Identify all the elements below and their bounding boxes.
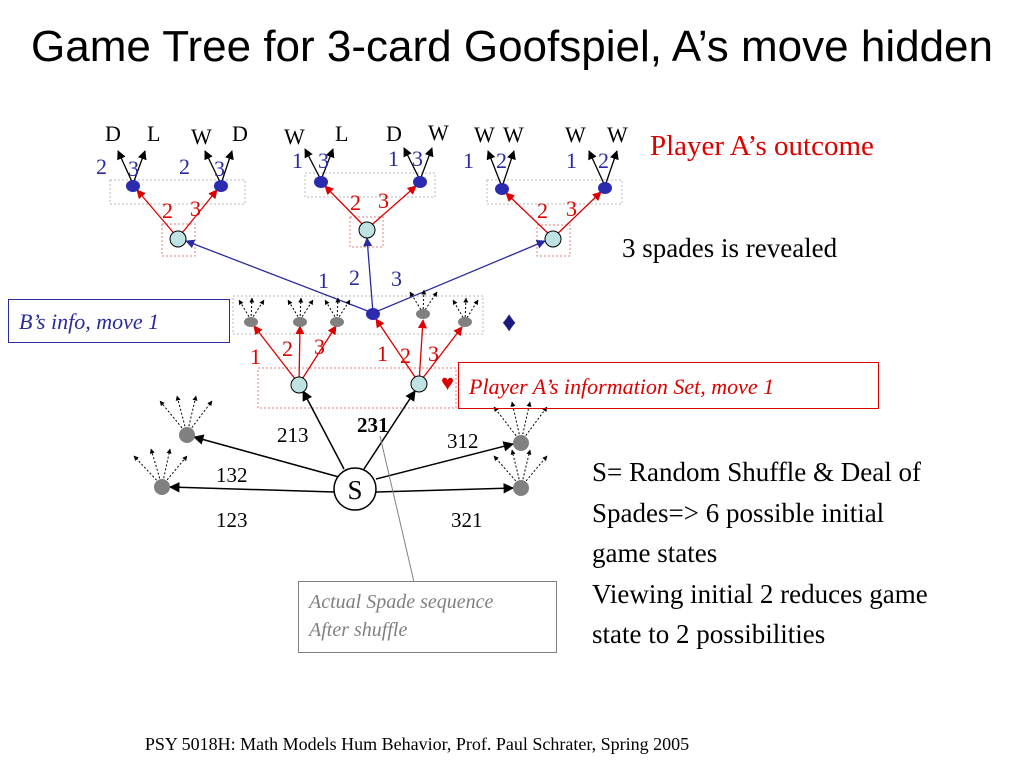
svg-text:1: 1	[292, 148, 303, 173]
random-line-4: Viewing initial 2 reduces game	[592, 578, 928, 609]
svg-text:213: 213	[277, 423, 309, 447]
svg-text:W: W	[474, 122, 495, 147]
root-node	[333, 467, 377, 511]
b-info-text: B’s info, move 1	[19, 309, 160, 334]
svg-text:L: L	[147, 121, 160, 146]
svg-text:3: 3	[190, 196, 201, 221]
random-line-5: state to 2 possibilities	[592, 619, 826, 649]
random-line-3: game states	[592, 538, 718, 568]
svg-text:123: 123	[216, 508, 248, 532]
gray-nodes	[154, 309, 529, 496]
svg-text:W: W	[284, 124, 305, 149]
svg-text:W: W	[503, 122, 524, 147]
svg-text:3: 3	[378, 188, 389, 213]
svg-text:3: 3	[318, 148, 329, 173]
random-line-2: Spades=> 6 possible initial	[592, 497, 885, 528]
spades-revealed-text: 3 spades is revealed	[622, 233, 838, 263]
svg-text:1: 1	[250, 344, 261, 369]
b-node	[366, 308, 380, 320]
svg-text:2: 2	[598, 148, 609, 173]
heart-icon: ♥	[441, 370, 454, 395]
shuffle-labels: 213 231 312 132 123 321	[216, 413, 483, 532]
red-arrows-upper	[136, 185, 602, 239]
svg-text:2: 2	[349, 265, 360, 290]
info-box-top-right	[486, 179, 623, 205]
svg-text:1: 1	[318, 268, 329, 293]
b-info-box: B’s info, move 1	[8, 299, 230, 343]
info-box-top-left	[109, 179, 246, 205]
svg-text:W: W	[607, 122, 628, 147]
actual-note-line-2: After shuffle	[309, 619, 408, 641]
player-outcome-label: Player A’s outcome	[650, 130, 874, 162]
svg-text:3: 3	[428, 341, 439, 366]
svg-text:2: 2	[496, 148, 507, 173]
svg-text:D: D	[105, 121, 121, 146]
svg-text:2: 2	[350, 190, 361, 215]
slide-title: Game Tree for 3-card Goofspiel, A’s move…	[31, 22, 993, 71]
svg-text:3: 3	[566, 196, 577, 221]
svg-text:3: 3	[214, 156, 225, 181]
svg-text:D: D	[232, 121, 248, 146]
svg-text:2: 2	[400, 343, 411, 368]
blue-arrows	[185, 237, 546, 314]
top-blue-nodes	[126, 176, 612, 195]
svg-text:W: W	[565, 122, 586, 147]
svg-text:321: 321	[451, 508, 483, 532]
b-move-labels: 1 2 3	[318, 265, 402, 293]
info-box-red-mid	[349, 216, 384, 248]
info-box-a	[257, 367, 457, 409]
red-card-labels: 2 3 2 3 2 3	[162, 188, 577, 223]
svg-text:1: 1	[566, 148, 577, 173]
red-arrows-lower	[253, 318, 463, 385]
info-box-b	[232, 295, 484, 335]
svg-text:3: 3	[314, 334, 325, 359]
a-info-text: Player A’s information Set, move 1	[469, 374, 775, 399]
svg-text:1: 1	[388, 146, 399, 171]
random-shuffle-text: S= Random Shuffle & Deal of Spades=> 6 p…	[592, 452, 1022, 655]
shuffle-arrows	[168, 390, 515, 494]
svg-text:3: 3	[412, 146, 423, 171]
outcome-labels: D L W D W L D W W W W W	[105, 120, 628, 149]
svg-text:2: 2	[96, 154, 107, 179]
top-arrows	[117, 147, 619, 188]
a-move-labels: 1 2 3 1 2 3	[250, 334, 439, 369]
root-label: S	[347, 475, 362, 505]
svg-text:W: W	[428, 120, 449, 145]
actual-note-line-1: Actual Spade sequence	[309, 591, 494, 613]
svg-text:231: 231	[357, 413, 389, 437]
svg-text:W: W	[191, 124, 212, 149]
svg-text:1: 1	[463, 148, 474, 173]
info-box-top-mid	[304, 172, 436, 198]
light-nodes	[169, 221, 562, 394]
svg-text:312: 312	[447, 429, 479, 453]
b-small-fans	[238, 289, 479, 322]
svg-text:2: 2	[179, 154, 190, 179]
leaf-fans	[133, 395, 548, 488]
svg-text:2: 2	[162, 198, 173, 223]
random-line-1: S= Random Shuffle & Deal of	[592, 457, 921, 487]
actual-sequence-note: Actual Spade sequence After shuffle	[298, 581, 557, 653]
svg-text:3: 3	[128, 156, 139, 181]
svg-text:3: 3	[391, 266, 402, 291]
note-pointer-line	[379, 435, 415, 583]
a-info-box: Player A’s information Set, move 1	[458, 362, 879, 409]
svg-text:L: L	[335, 121, 348, 146]
diamond-icon: ♦	[502, 307, 516, 338]
top-card-labels: 2 3 2 3 1 3 1 3 1 2 1 2	[96, 146, 609, 181]
svg-text:1: 1	[377, 341, 388, 366]
svg-text:2: 2	[282, 336, 293, 361]
slide-footer: PSY 5018H: Math Models Hum Behavior, Pro…	[144, 734, 690, 754]
svg-text:132: 132	[216, 463, 248, 487]
svg-text:D: D	[386, 121, 402, 146]
svg-text:2: 2	[537, 198, 548, 223]
